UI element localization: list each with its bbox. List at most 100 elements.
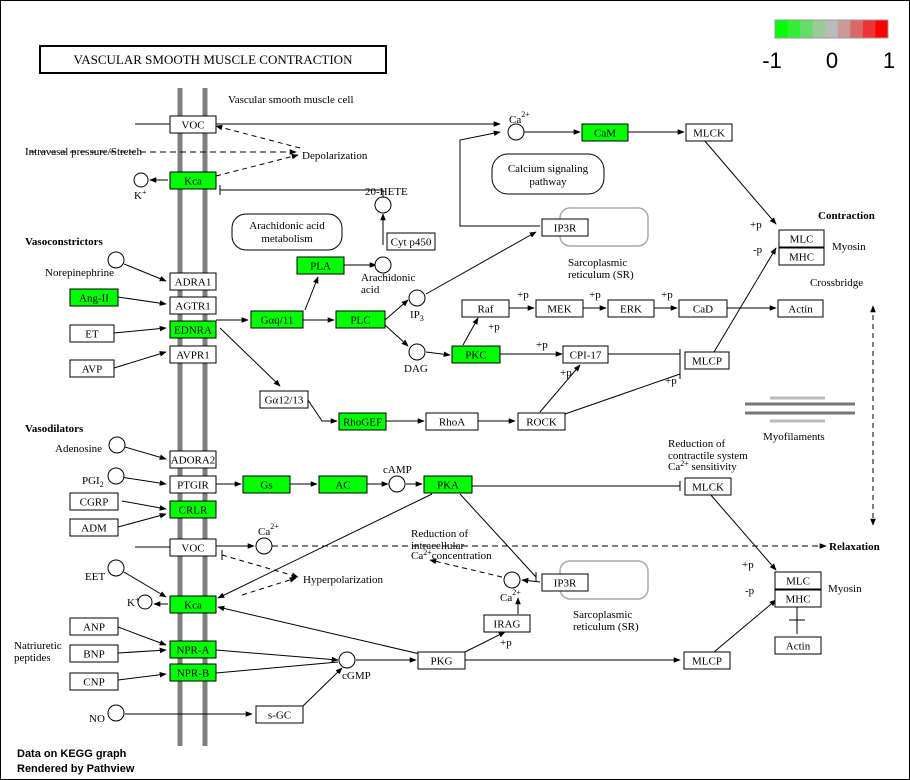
gene-box-irag[interactable] — [483, 614, 531, 633]
gene-box-plc[interactable] — [335, 310, 386, 329]
gene-node-actin1[interactable]: Actin — [777, 299, 824, 318]
gene-node-pka[interactable]: PKA — [423, 475, 473, 494]
gene-box-ptgir[interactable] — [169, 475, 217, 494]
gene-node-plc[interactable]: PLC — [335, 310, 386, 329]
gene-node-raf[interactable]: Raf — [461, 299, 510, 318]
gene-box-crlr[interactable] — [169, 500, 217, 519]
gene-node-rock[interactable]: ROCK — [517, 412, 566, 431]
gene-node-bnp[interactable]: BNP — [69, 644, 119, 663]
gene-box-kca1[interactable] — [169, 171, 217, 190]
gene-box-pkg[interactable] — [417, 651, 466, 670]
gene-box-pkc[interactable] — [451, 345, 501, 364]
gene-box-cad[interactable] — [678, 299, 728, 318]
gene-box-g1213[interactable] — [259, 390, 309, 409]
gene-box-gaq[interactable] — [250, 310, 304, 329]
gene-box-anp[interactable] — [69, 617, 119, 636]
gene-box-pka[interactable] — [423, 475, 473, 494]
gene-box-npra[interactable] — [169, 640, 217, 659]
gene-box-ip3r2[interactable] — [541, 573, 589, 592]
gene-node-npra[interactable]: NPR-A — [169, 640, 217, 659]
gene-node-gs[interactable]: Gs — [242, 475, 291, 494]
gene-box-mhc1[interactable] — [778, 247, 825, 266]
gene-box-adm[interactable] — [69, 518, 119, 537]
gene-box-mlc1[interactable] — [778, 229, 825, 248]
gene-box-cgrp[interactable] — [69, 492, 119, 511]
gene-node-mlck2[interactable]: MLCK — [684, 477, 732, 496]
gene-node-sgc[interactable]: s-GC — [255, 705, 304, 724]
gene-box-voc1[interactable] — [169, 115, 217, 134]
gene-box-agtr1[interactable] — [169, 296, 217, 315]
gene-box-angii[interactable] — [69, 288, 119, 307]
gene-node-erk[interactable]: ERK — [607, 299, 655, 318]
gene-node-cpi17[interactable]: CPI-17 — [562, 345, 609, 364]
gene-node-mlcp2[interactable]: MLCP — [683, 651, 731, 670]
gene-node-kca2[interactable]: Kca — [169, 595, 217, 614]
gene-box-actin2[interactable] — [774, 636, 822, 655]
gene-node-mlcp1[interactable]: MLCP — [684, 351, 730, 370]
gene-box-cnp[interactable] — [69, 672, 119, 691]
gene-box-rhogef[interactable] — [338, 412, 387, 431]
gene-box-mlcp1[interactable] — [684, 351, 730, 370]
gene-box-rhoa[interactable] — [425, 412, 479, 431]
gene-node-voc2[interactable]: VOC — [169, 538, 217, 557]
gene-box-mhc2[interactable] — [774, 589, 822, 608]
gene-node-gaq[interactable]: Gαq/11 — [250, 310, 304, 329]
gene-box-mlcp2[interactable] — [683, 651, 731, 670]
gene-node-actin2[interactable]: Actin — [774, 636, 822, 655]
gene-node-avp[interactable]: AVP — [69, 359, 115, 378]
gene-box-kca2[interactable] — [169, 595, 217, 614]
gene-node-adora2[interactable]: ADORA2 — [169, 450, 217, 469]
gene-box-avp[interactable] — [69, 359, 115, 378]
gene-node-cgrp[interactable]: CGRP — [69, 492, 119, 511]
gene-node-kca1[interactable]: Kca — [169, 171, 217, 190]
gene-box-adra1[interactable] — [169, 272, 217, 291]
gene-node-ac[interactable]: AC — [318, 475, 368, 494]
gene-node-mlc2[interactable]: MLC — [774, 571, 822, 590]
gene-box-pla[interactable] — [296, 256, 345, 275]
gene-node-agtr1[interactable]: AGTR1 — [169, 296, 217, 315]
gene-box-ip3r1[interactable] — [541, 218, 589, 237]
gene-node-pla[interactable]: PLA — [296, 256, 345, 275]
gene-box-raf[interactable] — [461, 299, 510, 318]
calcium-signaling-box[interactable] — [491, 153, 605, 195]
gene-box-cpi17[interactable] — [562, 345, 609, 364]
gene-node-adra1[interactable]: ADRA1 — [169, 272, 217, 291]
gene-node-ptgir[interactable]: PTGIR — [169, 475, 217, 494]
gene-box-nprb[interactable] — [169, 663, 217, 682]
gene-box-bnp[interactable] — [69, 644, 119, 663]
gene-node-rhogef[interactable]: RhoGEF — [338, 412, 387, 431]
gene-node-angii[interactable]: Ang-II — [69, 288, 119, 307]
gene-node-cam[interactable]: CaM — [581, 123, 629, 142]
gene-box-ac[interactable] — [318, 475, 368, 494]
gene-node-nprb[interactable]: NPR-B — [169, 663, 217, 682]
gene-node-irag[interactable]: IRAG — [483, 614, 531, 633]
gene-node-pkc[interactable]: PKC — [451, 345, 501, 364]
gene-box-sgc[interactable] — [255, 705, 304, 724]
gene-node-rhoa[interactable]: RhoA — [425, 412, 479, 431]
gene-node-cyp450[interactable]: Cyt p450 — [386, 232, 436, 251]
gene-box-mlck1[interactable] — [685, 123, 733, 142]
gene-box-mlc2[interactable] — [774, 571, 822, 590]
gene-node-ip3r1[interactable]: IP3R — [541, 218, 589, 237]
gene-box-avpr1[interactable] — [169, 345, 217, 364]
gene-box-erk[interactable] — [607, 299, 655, 318]
aa-metabolism-box[interactable] — [231, 213, 343, 251]
gene-node-et[interactable]: ET — [69, 324, 115, 343]
gene-node-crlr[interactable]: CRLR — [169, 500, 217, 519]
gene-node-mlc1[interactable]: MLC — [778, 229, 825, 248]
gene-node-ednra[interactable]: EDNRA — [169, 320, 217, 339]
gene-box-actin1[interactable] — [777, 299, 824, 318]
gene-box-voc2[interactable] — [169, 538, 217, 557]
gene-box-cam[interactable] — [581, 123, 629, 142]
gene-box-et[interactable] — [69, 324, 115, 343]
gene-box-cyp450[interactable] — [386, 232, 436, 251]
gene-node-anp[interactable]: ANP — [69, 617, 119, 636]
gene-box-mek[interactable] — [535, 299, 584, 318]
gene-node-mlck1[interactable]: MLCK — [685, 123, 733, 142]
gene-node-voc1[interactable]: VOC — [169, 115, 217, 134]
gene-box-rock[interactable] — [517, 412, 566, 431]
gene-node-g1213[interactable]: Gα12/13 — [259, 390, 309, 409]
gene-box-gs[interactable] — [242, 475, 291, 494]
gene-node-pkg[interactable]: PKG — [417, 651, 466, 670]
gene-node-avpr1[interactable]: AVPR1 — [169, 345, 217, 364]
